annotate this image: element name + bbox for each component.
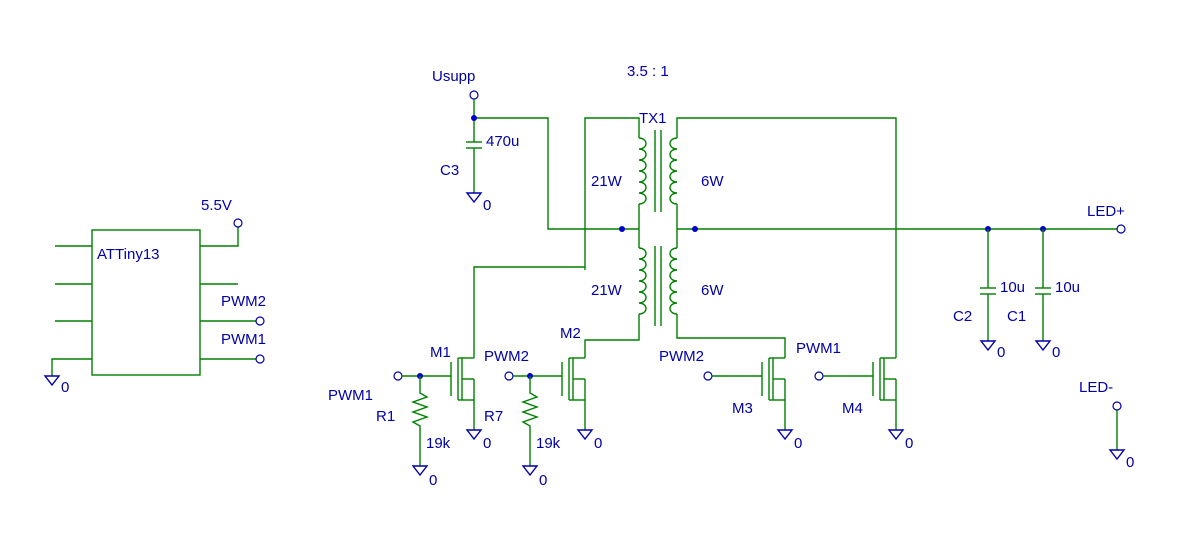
vcc-label: 5.5V: [201, 197, 232, 214]
ground-symbol: 0: [887, 429, 913, 452]
primary-upper-label: 21W: [591, 173, 623, 190]
pwm2-out-pin: [255, 316, 265, 326]
mosfet-m1: M1 0: [424, 266, 585, 452]
m4-gate-pin: [814, 371, 824, 381]
ground-symbol: 0: [411, 465, 437, 489]
m2-label: M2: [560, 325, 581, 342]
svg-text:0: 0: [1052, 344, 1060, 361]
mosfet-m2: M2 0: [533, 325, 602, 452]
pwm2-in-pin: [504, 371, 514, 381]
pwm2-out-label: PWM2: [221, 293, 266, 310]
r7-label: R7: [484, 408, 503, 425]
vcc-pin: [233, 218, 243, 228]
pwm1-out-pin: [255, 354, 265, 364]
svg-text:0: 0: [483, 435, 491, 452]
attiny13-chip: ATTiny13 5.5V PWM2 PWM1 0: [43, 197, 266, 396]
c3-label: C3: [440, 162, 459, 179]
svg-text:0: 0: [539, 472, 547, 489]
mosfet-m3: PWM2 M3 0: [659, 348, 802, 452]
resistor-r7: PWM2 19k 0: [484, 348, 561, 489]
led-minus-pin: [1112, 401, 1122, 411]
svg-text:0: 0: [483, 197, 491, 214]
ground-symbol: 0: [465, 192, 491, 214]
led-plus-pin: [1116, 224, 1126, 234]
pwm1-in-label: PWM1: [328, 387, 373, 404]
led-plus-label: LED+: [1087, 203, 1125, 220]
pwm1-out-label: PWM1: [221, 331, 266, 348]
usupp-pin: [469, 90, 479, 100]
transformer-tx1: 3.5 : 1 TX1 21W 21W 6W 6W: [584, 63, 1117, 358]
pwm2-in-label: PWM2: [484, 348, 529, 365]
mosfet-m4: PWM1 M4 0: [796, 340, 913, 452]
ground-symbol: 0: [1108, 449, 1134, 471]
c1-label: C1: [1007, 308, 1026, 325]
svg-text:0: 0: [997, 344, 1005, 361]
m3-gate-label: PWM2: [659, 348, 704, 365]
ground-symbol: 0: [979, 340, 1005, 361]
svg-text:0: 0: [429, 472, 437, 489]
r1-label: R1: [376, 408, 395, 425]
ground-symbol: 0: [465, 429, 491, 452]
m4-label: M4: [842, 400, 863, 417]
svg-text:0: 0: [594, 435, 602, 452]
attiny13-label: ATTiny13: [97, 246, 160, 263]
secondary-upper-label: 6W: [701, 173, 724, 190]
ground-symbol: 0: [43, 375, 69, 396]
ground-symbol: 0: [1034, 340, 1060, 361]
primary-lower-label: 21W: [591, 282, 623, 299]
secondary-lower-label: 6W: [701, 282, 724, 299]
led-minus-label: LED-: [1079, 379, 1113, 396]
c3-value: 470u: [486, 133, 519, 150]
svg-text:0: 0: [905, 435, 913, 452]
usupp-c3-section: Usupp 470u C3 0: [432, 68, 622, 230]
m1-label: M1: [430, 344, 451, 361]
m3-gate-pin: [703, 371, 713, 381]
r7-value: 19k: [536, 435, 561, 452]
c2-value: 10u: [1000, 279, 1025, 296]
c1-value: 10u: [1055, 279, 1080, 296]
resistor-r1: PWM1 R1 19k R7 0: [328, 371, 503, 489]
ground-symbol: 0: [521, 465, 547, 489]
pwm1-in-pin: [393, 371, 403, 381]
ground-symbol: 0: [576, 429, 602, 452]
r1-value: 19k: [426, 435, 451, 452]
m4-gate-label: PWM1: [796, 340, 841, 357]
transformer-ratio: 3.5 : 1: [627, 63, 669, 80]
svg-text:0: 0: [794, 435, 802, 452]
output-section: LED+ 10u C2 0 10u C1 0 LED- 0: [953, 203, 1134, 471]
svg-text:0: 0: [1126, 454, 1134, 471]
usupp-label: Usupp: [432, 68, 475, 85]
m3-label: M3: [732, 400, 753, 417]
ground-symbol: 0: [776, 429, 802, 452]
transformer-name: TX1: [639, 110, 667, 127]
c2-label: C2: [953, 308, 972, 325]
svg-text:0: 0: [61, 379, 69, 396]
